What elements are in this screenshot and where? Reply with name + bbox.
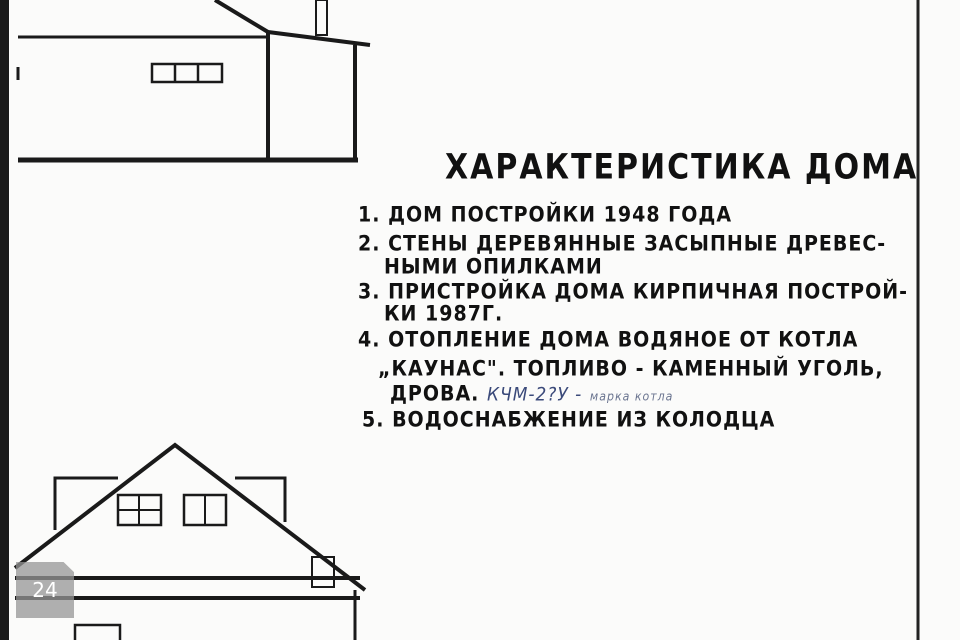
item-3: 3. Пристройка дома кирпичная построй- (358, 280, 909, 305)
top-house-drawing (16, 0, 371, 163)
item-4-cont2: дрова. КЧМ-2?У - марка котла (390, 382, 674, 407)
item-4-cont: „Каунас". Топливо - каменный уголь, (378, 357, 884, 382)
handwritten-note-2: марка котла (589, 389, 674, 404)
item-4: 4. Отопление дома водяное от котла (358, 328, 859, 353)
document-title: Характеристика дома (445, 147, 919, 188)
item-1: 1. Дом постройки 1948 года (358, 203, 733, 228)
item-2-cont: ными опилками (384, 255, 603, 280)
item-3-cont: ки 1987г. (384, 302, 504, 327)
item-5: 5. Водоснабжение из колодца (362, 408, 776, 433)
item-2: 2. Стены деревянные засыпные древес- (358, 232, 887, 257)
handwritten-note: КЧМ-2?У - (487, 384, 583, 407)
page-number-badge: 24 (16, 562, 74, 618)
left-border (0, 0, 9, 640)
window (150, 62, 224, 84)
